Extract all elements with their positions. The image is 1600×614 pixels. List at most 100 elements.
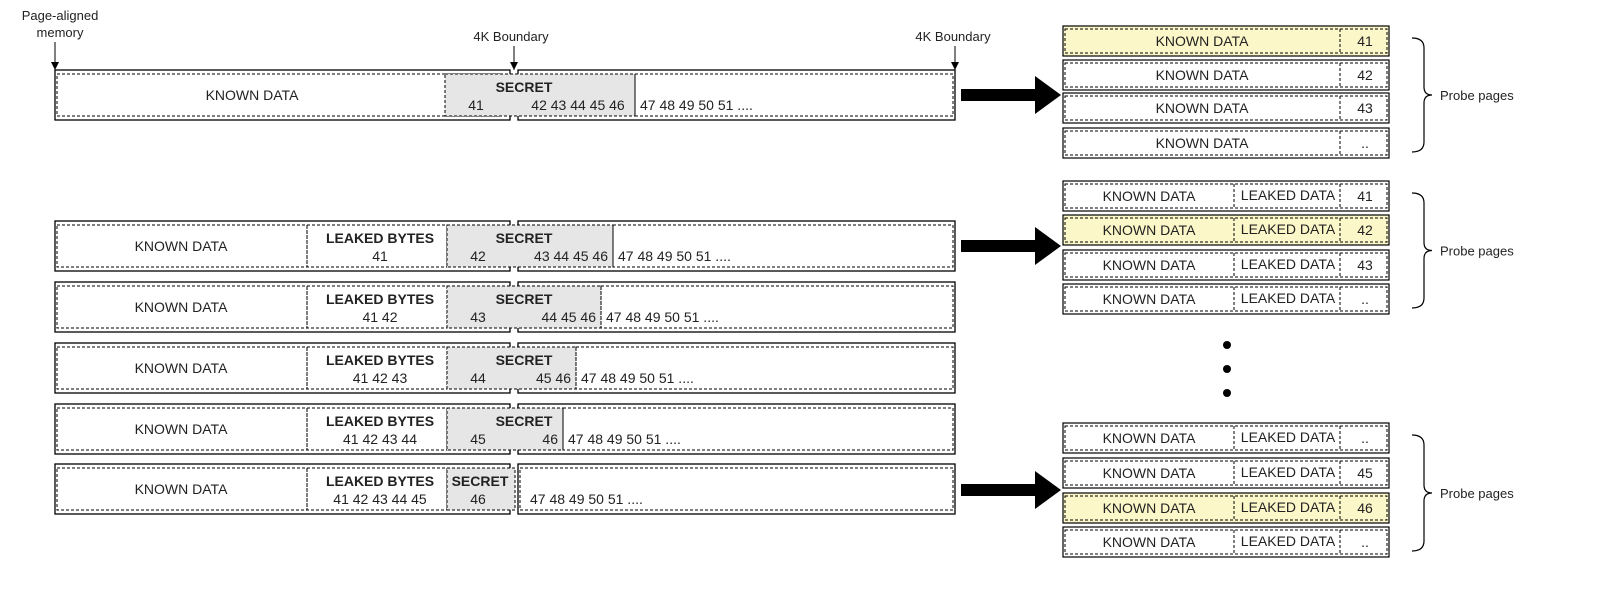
tail-block [562,407,954,451]
memory-row-leak: KNOWN DATA LEAKED BYTES 41 42 43 44 45 SECR… [54,463,956,515]
secret-title: SECRET [496,230,553,246]
secret-first-byte: 41 [468,97,484,113]
probe-byte-value: .. [1361,534,1369,550]
leaked-bytes-title: LEAKED BYTES [326,230,434,246]
probe-page-frame [1062,526,1390,558]
probe-page-frame [1062,92,1390,124]
probe-leaked-data: LEAKED DATA [1241,429,1336,445]
probe-byte-value: 43 [1357,257,1373,273]
tail-bytes: 47 48 49 50 51 .... [606,309,719,325]
probe-page-inner [1064,252,1388,278]
probe-leaked-data: LEAKED DATA [1241,533,1336,549]
secret-remaining-bytes: 42 43 44 45 46 [531,97,625,113]
probe-group-brace [1411,434,1433,552]
secret-remaining-bytes: 46 [542,431,558,447]
secret-remaining-bytes: 45 46 [536,370,571,386]
probe-known-data: KNOWN DATA [1103,465,1196,481]
tail-block [612,224,954,268]
page-aligned-label: memory [37,25,84,40]
probe-byte-value: 41 [1357,33,1373,49]
leaked-bytes-title: LEAKED BYTES [326,291,434,307]
probe-known-data: KNOWN DATA [1103,257,1196,273]
secret-title: SECRET [452,473,509,489]
tail-block [575,346,954,390]
memory-page-left [54,220,511,272]
secret-title: SECRET [496,291,553,307]
probe-page-frame [1062,249,1390,281]
ellipsis-dot [1223,341,1231,349]
boundary-label-left: 4K Boundary [473,29,549,44]
transfer-arrow [961,76,1061,114]
leaked-bytes-values: 41 42 43 44 [343,431,417,447]
probe-known-data: KNOWN DATA [1156,100,1249,116]
probe-page-inner [1064,460,1388,486]
probe-page-inner [1064,95,1388,121]
secret-first-byte: 44 [470,370,486,386]
known-data-label: KNOWN DATA [206,87,299,103]
known-data-label: KNOWN DATA [135,360,228,376]
probe-byte-value: .. [1361,291,1369,307]
probe-page-frame [1062,457,1390,489]
probe-byte-value: 43 [1357,100,1373,116]
known-data-label: KNOWN DATA [135,421,228,437]
probe-known-data: KNOWN DATA [1103,222,1196,238]
probe-page-inner [1064,183,1388,209]
probe-page: KNOWN DATA 41 [1062,25,1390,57]
probe-leaked-data: LEAKED DATA [1241,499,1336,515]
probe-page-inner [1064,425,1388,451]
known-data-label: KNOWN DATA [135,481,228,497]
probe-known-data: KNOWN DATA [1156,33,1249,49]
page-aligned-label: Page-aligned [22,8,99,23]
secret-remaining-bytes: 44 45 46 [542,309,597,325]
probe-page-frame [1062,180,1390,212]
secret-title: SECRET [496,413,553,429]
known-data-label: KNOWN DATA [135,238,228,254]
probe-page-frame [1062,127,1390,159]
probe-known-data: KNOWN DATA [1103,291,1196,307]
memory-page-left [54,281,511,333]
memory-page-left [54,403,511,455]
probe-leaked-data: LEAKED DATA [1241,464,1336,480]
secret-block [444,73,636,117]
probe-page-inner [1064,495,1388,521]
secret-block [446,346,577,390]
ellipsis-dot [1223,365,1231,373]
leaked-bytes-values: 41 42 43 44 45 [333,491,427,507]
secret-first-byte: 42 [470,248,486,264]
probe-page-frame [1062,422,1390,454]
leaked-bytes-title: LEAKED BYTES [326,473,434,489]
leaked-bytes-values: 41 42 43 [353,370,408,386]
probe-page-frame [1062,25,1390,57]
known-data-label: KNOWN DATA [135,299,228,315]
probe-known-data: KNOWN DATA [1103,188,1196,204]
probe-byte-value: .. [1361,430,1369,446]
probe-page-inner [1064,529,1388,555]
probe-known-data: KNOWN DATA [1103,430,1196,446]
probe-byte-value: 42 [1357,222,1373,238]
probe-page: KNOWN DATA.. [1062,127,1390,159]
probe-page: KNOWN DATA LEAKED DATA.. [1062,422,1390,454]
memory-page-left [54,342,511,394]
secret-block [446,467,516,511]
tail-bytes: 47 48 49 50 51 .... [530,491,643,507]
leaked-bytes-title: LEAKED BYTES [326,352,434,368]
probe-page-frame [1062,492,1390,524]
probe-leaked-data: LEAKED DATA [1241,187,1336,203]
probe-page-group: KNOWN DATA LEAKED DATA.. KNOWN DATA LEAKED … [1062,422,1514,558]
secret-block [446,285,602,329]
tail-block [600,285,954,329]
probe-page-frame [1062,214,1390,246]
secret-title: SECRET [496,79,553,95]
